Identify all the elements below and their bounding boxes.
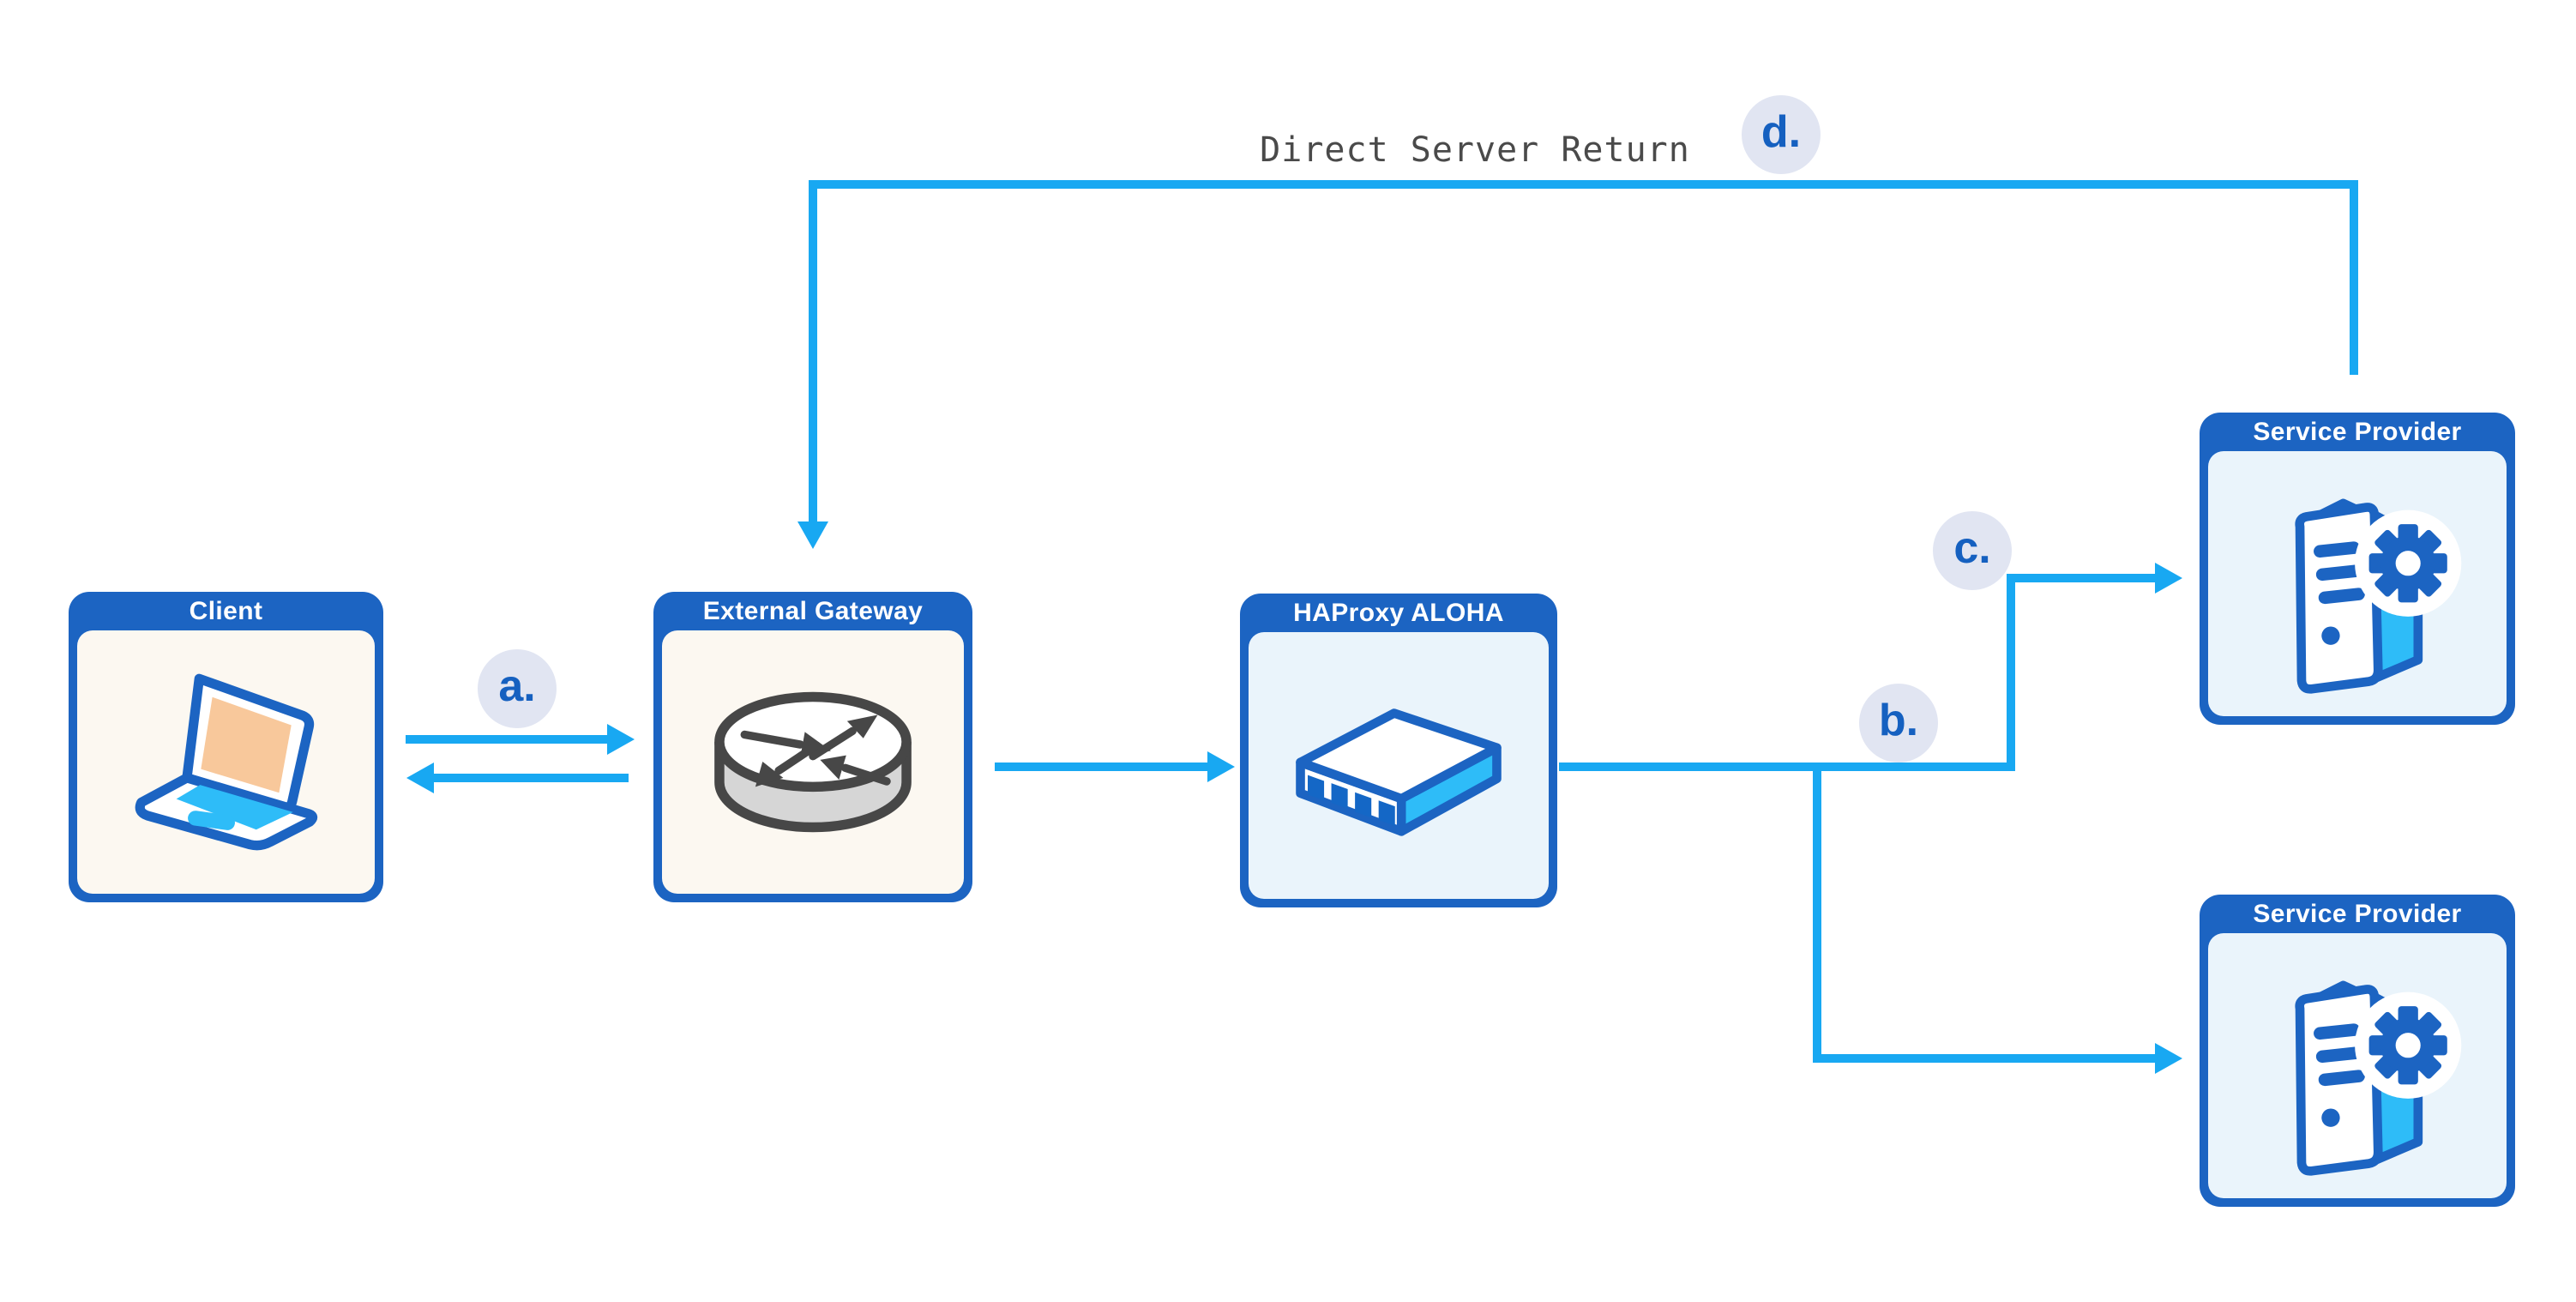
server-slats: [2314, 1022, 2365, 1086]
badge-c: c.: [1933, 511, 2012, 590]
arrow-a-forward-head: [607, 724, 635, 755]
laptop-icon: [135, 673, 317, 850]
router-arrows: [740, 714, 891, 787]
server-gear-icon: [2295, 980, 2462, 1176]
node-haproxy-aloha: HAProxy ALOHA: [1240, 594, 1557, 907]
line-direct-server-return: [809, 180, 2358, 525]
arrow-haproxy-to-sp1-head: [2155, 563, 2182, 594]
arrow-haproxy-to-sp1-line: [1559, 574, 2158, 771]
node-client-title: Client: [189, 596, 263, 625]
arrow-a-return-head: [406, 763, 434, 793]
node-service-provider-1-title: Service Provider: [2253, 417, 2462, 446]
gear-icon: [2368, 523, 2447, 602]
node-external-gateway: External Gateway: [653, 592, 972, 902]
appliance-ports: [1308, 775, 1395, 826]
arrow-gateway-to-haproxy-head: [1207, 751, 1235, 782]
arrow-haproxy-to-sp2-line: [1813, 767, 2158, 1063]
node-service-provider-1: Service Provider: [2200, 413, 2515, 725]
node-service-provider-2: Service Provider: [2200, 895, 2515, 1207]
node-external-gateway-title: External Gateway: [702, 596, 924, 625]
arrow-haproxy-to-sp2-head: [2155, 1043, 2182, 1074]
server-power-dot: [2321, 1107, 2340, 1127]
badge-a: a.: [478, 649, 557, 728]
appliance-icon: [1296, 708, 1502, 836]
badge-d: d.: [1742, 95, 1821, 174]
server-slats: [2314, 540, 2365, 604]
gear-icon: [2368, 1005, 2447, 1084]
direct-server-return-label: Direct Server Return: [1260, 130, 1690, 170]
arrow-direct-server-return-head: [797, 521, 828, 549]
server-power-dot: [2321, 625, 2340, 645]
server-gear-icon: [2295, 498, 2462, 694]
node-service-provider-2-title: Service Provider: [2253, 899, 2462, 928]
node-haproxy-aloha-title: HAProxy ALOHA: [1293, 598, 1504, 627]
badge-b: b.: [1859, 684, 1938, 763]
router-icon: [714, 691, 912, 833]
node-client: Client: [69, 592, 383, 902]
